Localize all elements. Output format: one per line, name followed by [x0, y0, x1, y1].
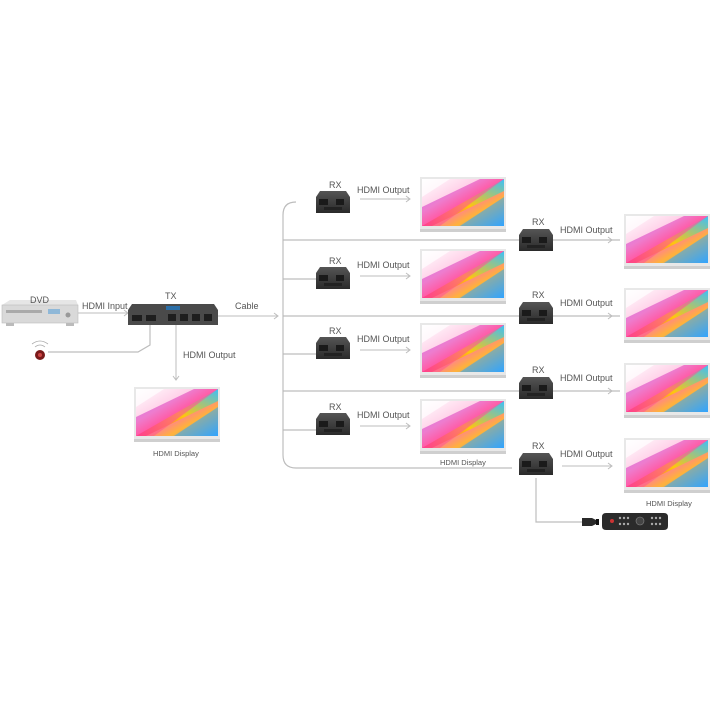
local-display-tv-icon: [134, 387, 220, 442]
tv-display-icon: [420, 323, 506, 378]
hdmi-output-label: HDMI Output: [560, 449, 613, 459]
rx-receiver-icon: [316, 267, 350, 289]
rx-unit-right-3: RX HDMI Output: [519, 363, 710, 418]
rx-label: RX: [532, 217, 545, 227]
rx-receiver-icon: [519, 453, 553, 475]
rx-label: RX: [532, 365, 545, 375]
rx-receiver-icon: [316, 413, 350, 435]
hdmi-display-label: HDMI Display: [440, 458, 486, 467]
rx-label: RX: [329, 402, 342, 412]
rx-unit-left-2: RX HDMI Output: [316, 249, 506, 304]
rx-label: RX: [329, 326, 342, 336]
rx-label: RX: [532, 441, 545, 451]
dvd-label: DVD: [30, 295, 50, 305]
rx-label: RX: [532, 290, 545, 300]
rx-receiver-icon: [519, 302, 553, 324]
hdmi-display-label: HDMI Display: [646, 499, 692, 508]
wires: [48, 195, 620, 523]
tv-display-icon: [624, 438, 710, 493]
rx-unit-right-4: RX HDMI Output HDMI Display: [519, 438, 710, 508]
rx-unit-left-1: RX HDMI Output: [316, 177, 506, 232]
rx-label: RX: [329, 180, 342, 190]
remote-control-icon: [602, 513, 668, 530]
rx-receiver-icon: [519, 229, 553, 251]
hdmi-output-label: HDMI Output: [560, 373, 613, 383]
tx-transmitter-icon: [128, 304, 218, 325]
tv-display-icon: [420, 249, 506, 304]
rx-unit-right-1: RX HDMI Output: [519, 214, 710, 269]
hdmi-output-label: HDMI Output: [357, 410, 410, 420]
tv-display-icon: [624, 288, 710, 343]
rx-label: RX: [329, 256, 342, 266]
rx-unit-right-2: RX HDMI Output: [519, 288, 710, 343]
rx-unit-left-4: RX HDMI Output HDMI Display: [316, 399, 506, 467]
hdmi-output-label: HDMI Output: [560, 225, 613, 235]
ir-emitter-icon: [582, 518, 599, 526]
rx-receiver-icon: [316, 191, 350, 213]
hdmi-output-label: HDMI Output: [357, 260, 410, 270]
local-display-label: HDMI Display: [153, 449, 199, 458]
tx-hdmi-output-label: HDMI Output: [183, 350, 236, 360]
ir-receiver-icon: [31, 340, 49, 360]
rx-receiver-icon: [519, 377, 553, 399]
dvd-player-icon: [1, 300, 79, 326]
hdmi-output-label: HDMI Output: [357, 185, 410, 195]
cable-label: Cable: [235, 301, 259, 311]
rx-receiver-icon: [316, 337, 350, 359]
hdmi-output-label: HDMI Output: [357, 334, 410, 344]
rx-unit-left-3: RX HDMI Output: [316, 323, 506, 378]
hdmi-input-label: HDMI Input: [82, 301, 128, 311]
tv-display-icon: [624, 214, 710, 269]
tv-display-icon: [624, 363, 710, 418]
tv-display-icon: [420, 399, 506, 454]
tx-label: TX: [165, 291, 177, 301]
hdmi-output-label: HDMI Output: [560, 298, 613, 308]
tv-display-icon: [420, 177, 506, 232]
